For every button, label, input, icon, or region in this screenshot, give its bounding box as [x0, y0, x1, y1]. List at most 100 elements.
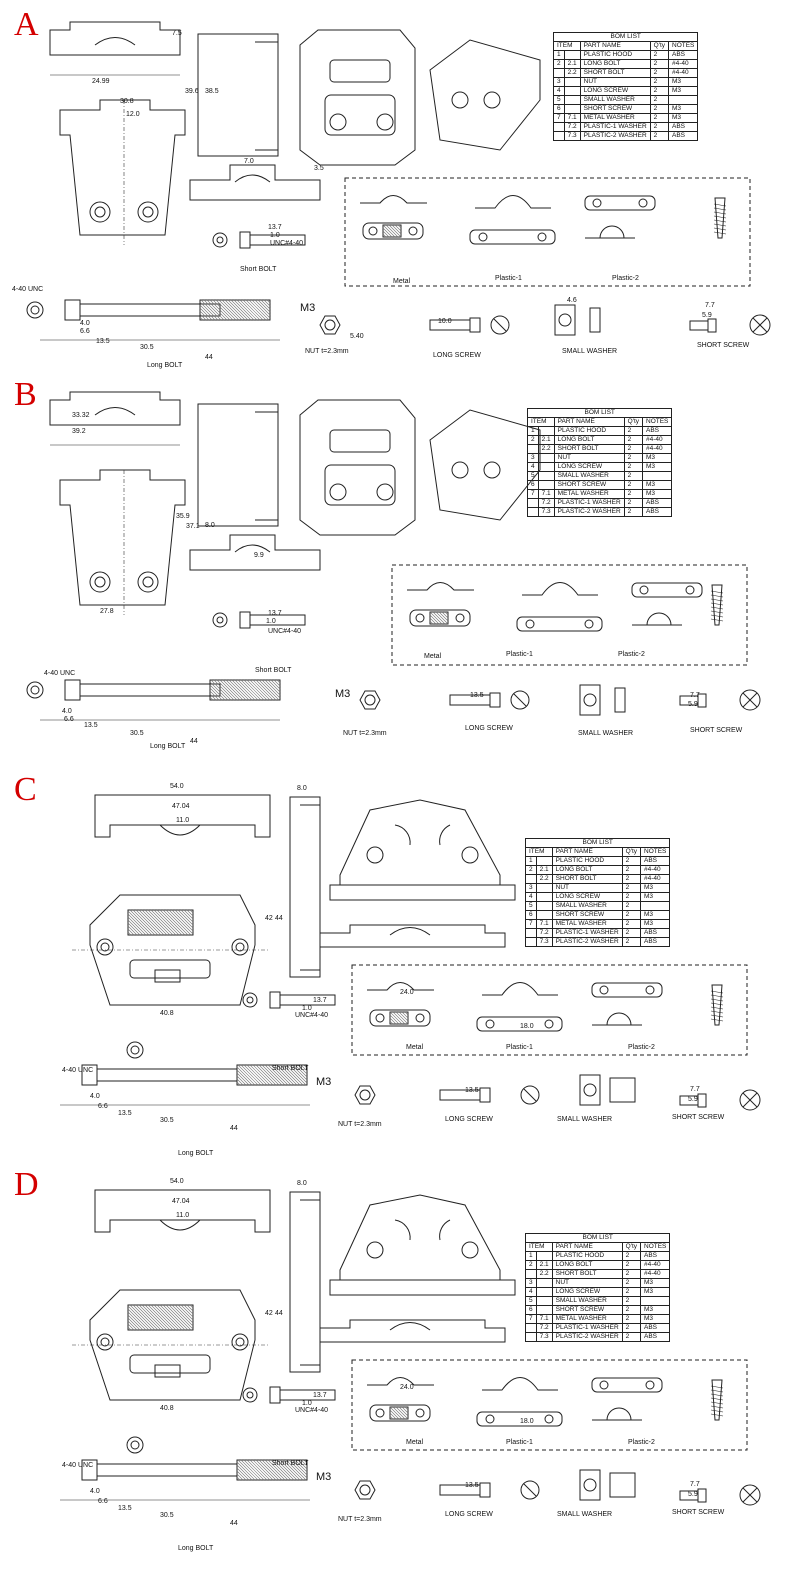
dimension-label: UNC#4-40 [270, 240, 304, 247]
metal-label: Metal [393, 278, 411, 285]
bom-qty: 2 [621, 1251, 642, 1261]
bom-part-name: SHORT SCREW [551, 1305, 623, 1315]
dimension-label: 30.8 [120, 98, 134, 105]
bom-item: 7 [525, 919, 537, 929]
bom-sub-item: 7.1 [537, 489, 555, 499]
bom-title: BOM LIST [524, 1233, 671, 1243]
bom-sub-item: 2.1 [535, 1260, 553, 1270]
bom-notes: ABS [639, 1332, 671, 1342]
dimension-label: 13.5 [470, 692, 484, 699]
bom-qty: 2 [623, 444, 644, 454]
bom-notes: ABS [639, 856, 671, 866]
short-screw-label: SHORT SCREW [672, 1509, 725, 1516]
bom-title: BOM LIST [524, 838, 671, 848]
dimension-label: 7.7 [705, 302, 715, 309]
dimension-label: 40.8 [160, 1010, 174, 1017]
dimension-label: 54.0 [170, 1178, 184, 1185]
dimension-label: 44 [190, 738, 198, 745]
bom-notes [667, 95, 699, 105]
bom-sub-item: 7.3 [535, 937, 553, 947]
bom-sub-item [537, 471, 555, 481]
bom-part-name: LONG BOLT [551, 865, 623, 875]
long-screw-label: LONG SCREW [445, 1511, 493, 1518]
bom-notes: #4-40 [639, 865, 671, 875]
bom-notes: #4-40 [667, 68, 699, 78]
bom-qty: 2 [621, 1305, 642, 1315]
bom-notes [641, 471, 673, 481]
bom-notes: ABS [639, 1251, 671, 1261]
short-bolt-label: Short BOLT [240, 266, 277, 273]
bom-item [525, 874, 537, 884]
short-bolt-label: Short BOLT [272, 1065, 309, 1072]
small-washer-label: SMALL WASHER [557, 1116, 613, 1123]
bom-notes: M3 [639, 910, 671, 920]
bom-sub-item: 7.3 [535, 1332, 553, 1342]
bom-notes: ABS [639, 1323, 671, 1333]
dimension-label: 13.5 [118, 1505, 132, 1512]
bom-qty: 2 [649, 59, 670, 69]
bom-sub-item: 7.1 [535, 919, 553, 929]
bom-part-name: PLASTIC-1 WASHER [551, 1323, 623, 1333]
bom-part-name: PLASTIC-1 WASHER [553, 498, 625, 508]
bom-item: 2 [527, 435, 539, 445]
dimension-label: 44 [275, 1310, 283, 1317]
long-bolt-label: Long BOLT [147, 362, 183, 369]
dimension-label: 13.5 [84, 722, 98, 729]
bom-item: 5 [527, 471, 539, 481]
bom-part-name: METAL WASHER [551, 1314, 623, 1324]
dimension-label: 4-40 UNC [62, 1462, 94, 1469]
dimension-label: 9.9 [254, 552, 264, 559]
bom-qty: 2 [621, 1314, 642, 1324]
plastic2-label: Plastic-2 [628, 1044, 655, 1051]
bom-notes: ABS [641, 507, 673, 517]
dimension-label: 33.32 [72, 412, 90, 419]
bom-part-name: PLASTIC-2 WASHER [551, 937, 623, 947]
bom-part-name: SHORT SCREW [579, 104, 651, 114]
dimension-label: 5.40 [350, 333, 364, 340]
bom-part-name: NUT [551, 883, 623, 893]
bom-part-name: LONG BOLT [579, 59, 651, 69]
dimension-label: 13.5 [96, 338, 110, 345]
dimension-label: 13.5 [465, 1482, 479, 1489]
bom-sub-item: 2.2 [535, 874, 553, 884]
bom-header: Q'ty [623, 417, 644, 427]
plastic2-label: Plastic-2 [628, 1439, 655, 1446]
dimension-label: 13.5 [465, 1087, 479, 1094]
bom-part-name: PLASTIC HOOD [551, 1251, 623, 1261]
bom-item: 2 [525, 865, 537, 875]
dimension-label: 13.7 [268, 610, 282, 617]
bom-header: NOTES [639, 1242, 671, 1252]
metal-label: Metal [424, 653, 442, 660]
bom-part-name: PLASTIC-1 WASHER [551, 928, 623, 938]
dimension-label: 4.0 [90, 1488, 100, 1495]
dimension-label: 4.0 [90, 1093, 100, 1100]
bom-sub-item: 7.1 [535, 1314, 553, 1324]
dimension-label: 40.8 [160, 1405, 174, 1412]
bom-notes: ABS [667, 131, 699, 141]
bom-qty: 2 [623, 426, 644, 436]
bom-item: 7 [553, 113, 565, 123]
bom-sub-item: 7.2 [535, 1323, 553, 1333]
dimension-label: 18.0 [520, 1023, 534, 1030]
plastic1-label: Plastic-1 [506, 1044, 533, 1051]
bom-part-name: LONG SCREW [579, 86, 651, 96]
bom-item [553, 68, 565, 78]
bom-qty: 2 [649, 104, 670, 114]
short-screw-label: SHORT SCREW [690, 727, 743, 734]
bom-header: PART NAME [579, 41, 651, 51]
bom-part-name: NUT [551, 1278, 623, 1288]
bom-item: 2 [553, 59, 565, 69]
dimension-label: 47.04 [172, 803, 190, 810]
bom-part-name: SMALL WASHER [579, 95, 651, 105]
dimension-label: 8.0 [297, 785, 307, 792]
bom-sub-item [535, 1296, 553, 1306]
short-screw-label: SHORT SCREW [697, 342, 750, 349]
dimension-label: 39.6 [185, 88, 199, 95]
